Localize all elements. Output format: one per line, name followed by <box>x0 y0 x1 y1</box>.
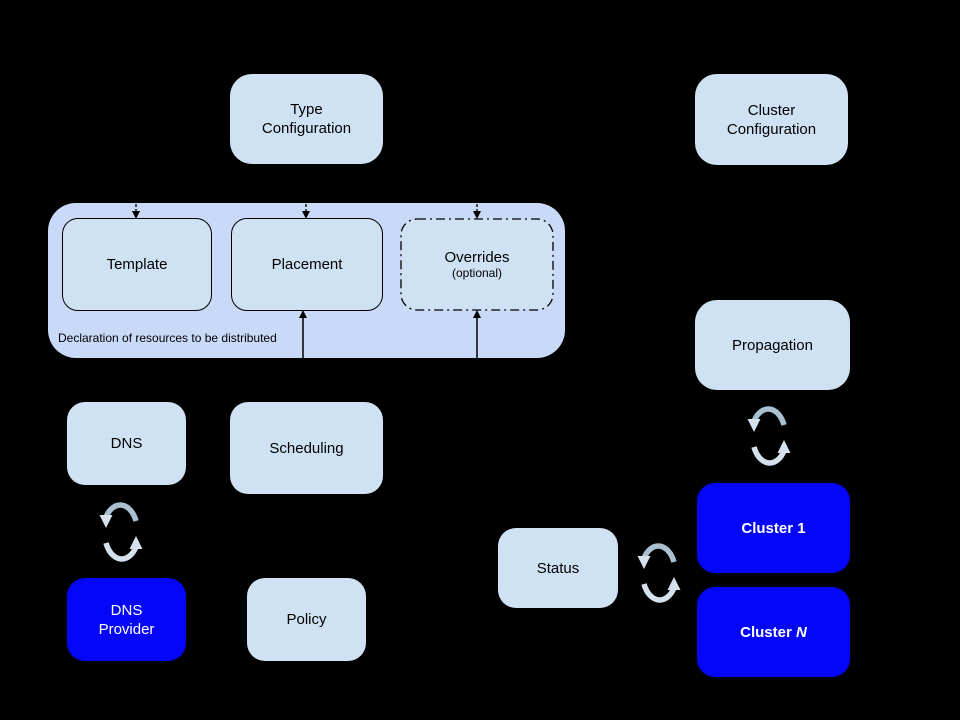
sync-top-arc <box>751 406 787 426</box>
node-dns-label: DNS <box>110 435 143 452</box>
node-scheduling-label: Scheduling <box>269 439 344 457</box>
node-dns: DNS <box>67 402 186 485</box>
node-cluster-configuration-label: Cluster Configuration <box>726 101 817 138</box>
sync-down-arrowhead <box>99 515 113 528</box>
node-placement: Placement <box>231 218 383 311</box>
node-policy: Policy <box>247 578 366 661</box>
node-cluster-1-label: Cluster 1 <box>741 519 806 537</box>
node-template-label: Template <box>106 256 168 273</box>
overrides-main-label: Overrides <box>444 249 510 266</box>
sync-top-arc <box>641 543 677 563</box>
node-propagation: Propagation <box>695 300 850 390</box>
node-dns-provider-label: DNS Provider <box>98 601 155 638</box>
node-status: Status <box>498 528 618 608</box>
sync-top-arc <box>103 502 139 522</box>
sync-icon <box>99 502 143 562</box>
container-caption: Declaration of resources to be distribut… <box>58 331 277 345</box>
node-placement-label: Placement <box>271 256 343 273</box>
overrides-sublabel: (optional) <box>451 266 503 280</box>
node-template: Template <box>62 218 212 311</box>
sync-down-arrowhead <box>637 556 651 569</box>
sync-bottom-arc <box>641 583 677 603</box>
sync-down-arrowhead <box>747 419 761 432</box>
sync-up-arrowhead <box>667 577 681 590</box>
node-type-configuration: Type Configuration <box>230 74 383 164</box>
sync-up-arrowhead <box>129 536 143 549</box>
node-overrides-label: Overrides (optional) <box>400 218 554 311</box>
sync-icon <box>747 406 791 466</box>
node-type-configuration-label: Type Configuration <box>261 101 352 137</box>
sync-icon <box>637 543 681 603</box>
node-overrides: Overrides (optional) <box>400 218 554 311</box>
sync-bottom-arc <box>103 542 139 562</box>
node-status-label: Status <box>536 559 580 577</box>
node-cluster-n-label: Cluster N <box>740 623 807 642</box>
node-policy-label: Policy <box>286 611 327 628</box>
sync-up-arrowhead <box>777 440 791 453</box>
node-cluster-n: Cluster N <box>697 587 850 677</box>
node-cluster-1: Cluster 1 <box>697 483 850 573</box>
node-propagation-label: Propagation <box>732 336 813 354</box>
sync-bottom-arc <box>751 446 787 466</box>
node-scheduling: Scheduling <box>230 402 383 494</box>
cluster-n-suffix: N <box>796 623 807 641</box>
node-dns-provider: DNS Provider <box>67 578 186 661</box>
cluster-n-prefix: Cluster <box>740 623 796 641</box>
node-cluster-configuration: Cluster Configuration <box>695 74 848 165</box>
